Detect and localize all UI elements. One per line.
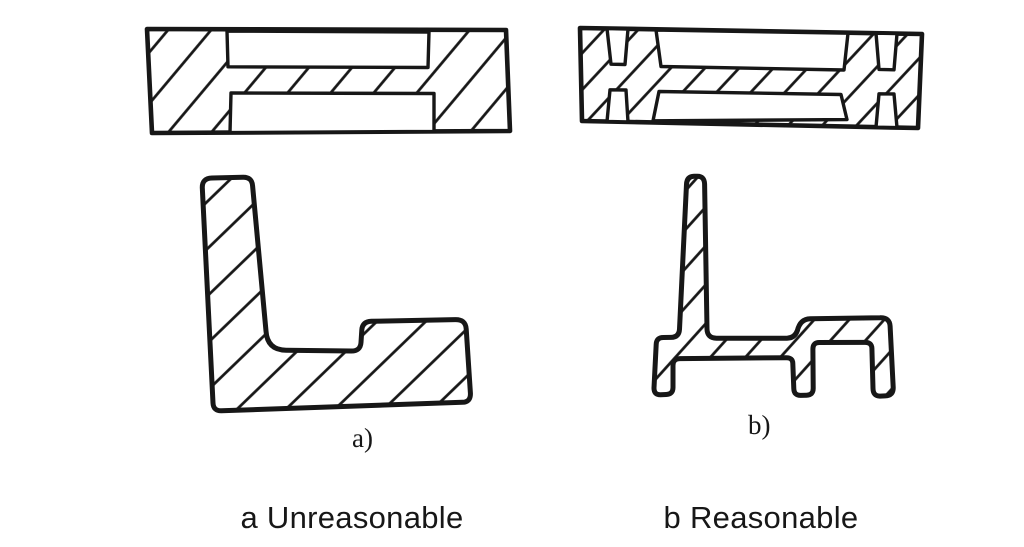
- slot-void-top: [654, 28, 850, 72]
- thin-rib-profile-body: [651, 173, 896, 399]
- thick-l-profile-body: [199, 174, 473, 414]
- caption-unreasonable: a Unreasonable: [240, 500, 464, 535]
- profile-a-thick-wall: [199, 174, 473, 414]
- notch-void-top-left: [605, 26, 630, 67]
- section-view-b-top: [577, 25, 925, 131]
- notch-void-top-right: [874, 31, 899, 72]
- notch-void-bottom-left: [605, 88, 630, 124]
- slot-void-bottom: [228, 91, 436, 135]
- caption-reasonable: b Reasonable: [663, 500, 859, 535]
- panel-label-b: b): [748, 410, 771, 440]
- slot-void-bottom: [651, 89, 849, 123]
- notch-void-bottom-right: [874, 92, 899, 130]
- section-view-a-top: [144, 26, 513, 136]
- panel-label-a: a): [352, 423, 373, 453]
- profile-b-thin-wall: [651, 173, 896, 399]
- slot-void-top: [225, 29, 431, 70]
